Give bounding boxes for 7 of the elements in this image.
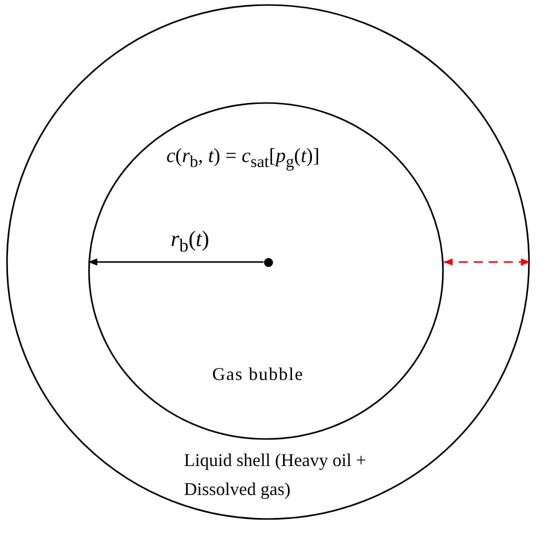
edge-label: r$_{b}$(t) [170,226,210,256]
arrow [88,258,264,266]
boundary-equation: c(r$_{b}$, t) = c$_{sat}$[p$_{g}$(t)] [165,144,321,173]
region-label: Gas bubble [211,363,305,386]
region-label: Liquid shell (Heavy oil + Dissolved gas) [184,449,368,501]
center-dot [264,258,272,266]
arrow [444,258,530,266]
